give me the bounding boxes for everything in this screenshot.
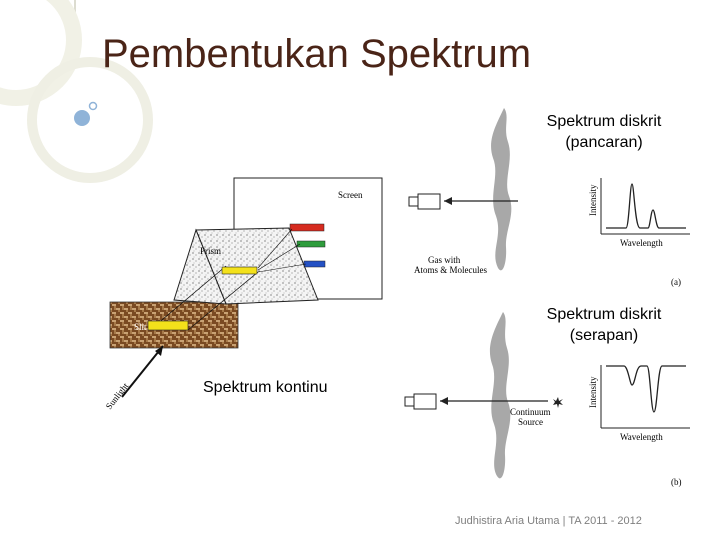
gas-cloud-top (491, 108, 512, 271)
detector-bottom (404, 393, 437, 410)
gas-cloud-bottom (489, 312, 511, 479)
prism-slit-beam (221, 266, 258, 275)
gas-label-line1: Gas with (428, 255, 461, 265)
label-discrete-emission-line1: Spektrum diskrit (546, 113, 662, 130)
label-discrete-absorption: Spektrum diskrit (serapan) (528, 304, 680, 346)
sunlight-arrowhead (155, 346, 163, 356)
gas-label-line2: Atoms & Molecules (414, 265, 487, 275)
absorption-x-axis-label: Wavelength (620, 432, 663, 442)
emission-y-axis-label: Intensity (588, 184, 598, 216)
continuum-label-line1: Continuum (510, 407, 551, 417)
label-discrete-absorption-line1: Spektrum diskrit (546, 306, 662, 323)
slide-title: Pembentukan Spektrum (102, 32, 532, 76)
label-discrete-emission-line2: (pancaran) (565, 134, 643, 151)
spectrum-green-band (296, 240, 326, 248)
emission-x-axis-label: Wavelength (620, 238, 663, 248)
label-discrete-absorption-line2: (serapan) (569, 327, 639, 344)
continuum-source-star (553, 397, 563, 408)
label-discrete-emission: Spektrum diskrit (pancaran) (528, 111, 680, 153)
slit-opening (147, 320, 189, 331)
emission-curve (606, 183, 686, 229)
sunlight-arrow (121, 345, 164, 398)
detector-top (408, 193, 441, 210)
slide-footer: Judhistira Aria Utama | TA 2011 - 2012 (455, 515, 642, 527)
label-continuous: Spektrum kontinu (203, 379, 328, 396)
absorption-curve (606, 365, 686, 413)
spectrum-red-band (289, 223, 325, 232)
decor-dot-small (88, 101, 98, 111)
continuum-label-line2: Source (518, 417, 543, 427)
panel-tag-a: (a) (671, 277, 681, 287)
panel-tag-b: (b) (671, 477, 682, 487)
prism-face (173, 228, 227, 305)
prism-label: Prism (200, 246, 221, 256)
decor-dot-large (74, 110, 90, 126)
screen-label: Screen (338, 190, 363, 200)
absorption-y-axis-label: Intensity (588, 376, 598, 408)
slit-label: Slit (134, 322, 147, 332)
